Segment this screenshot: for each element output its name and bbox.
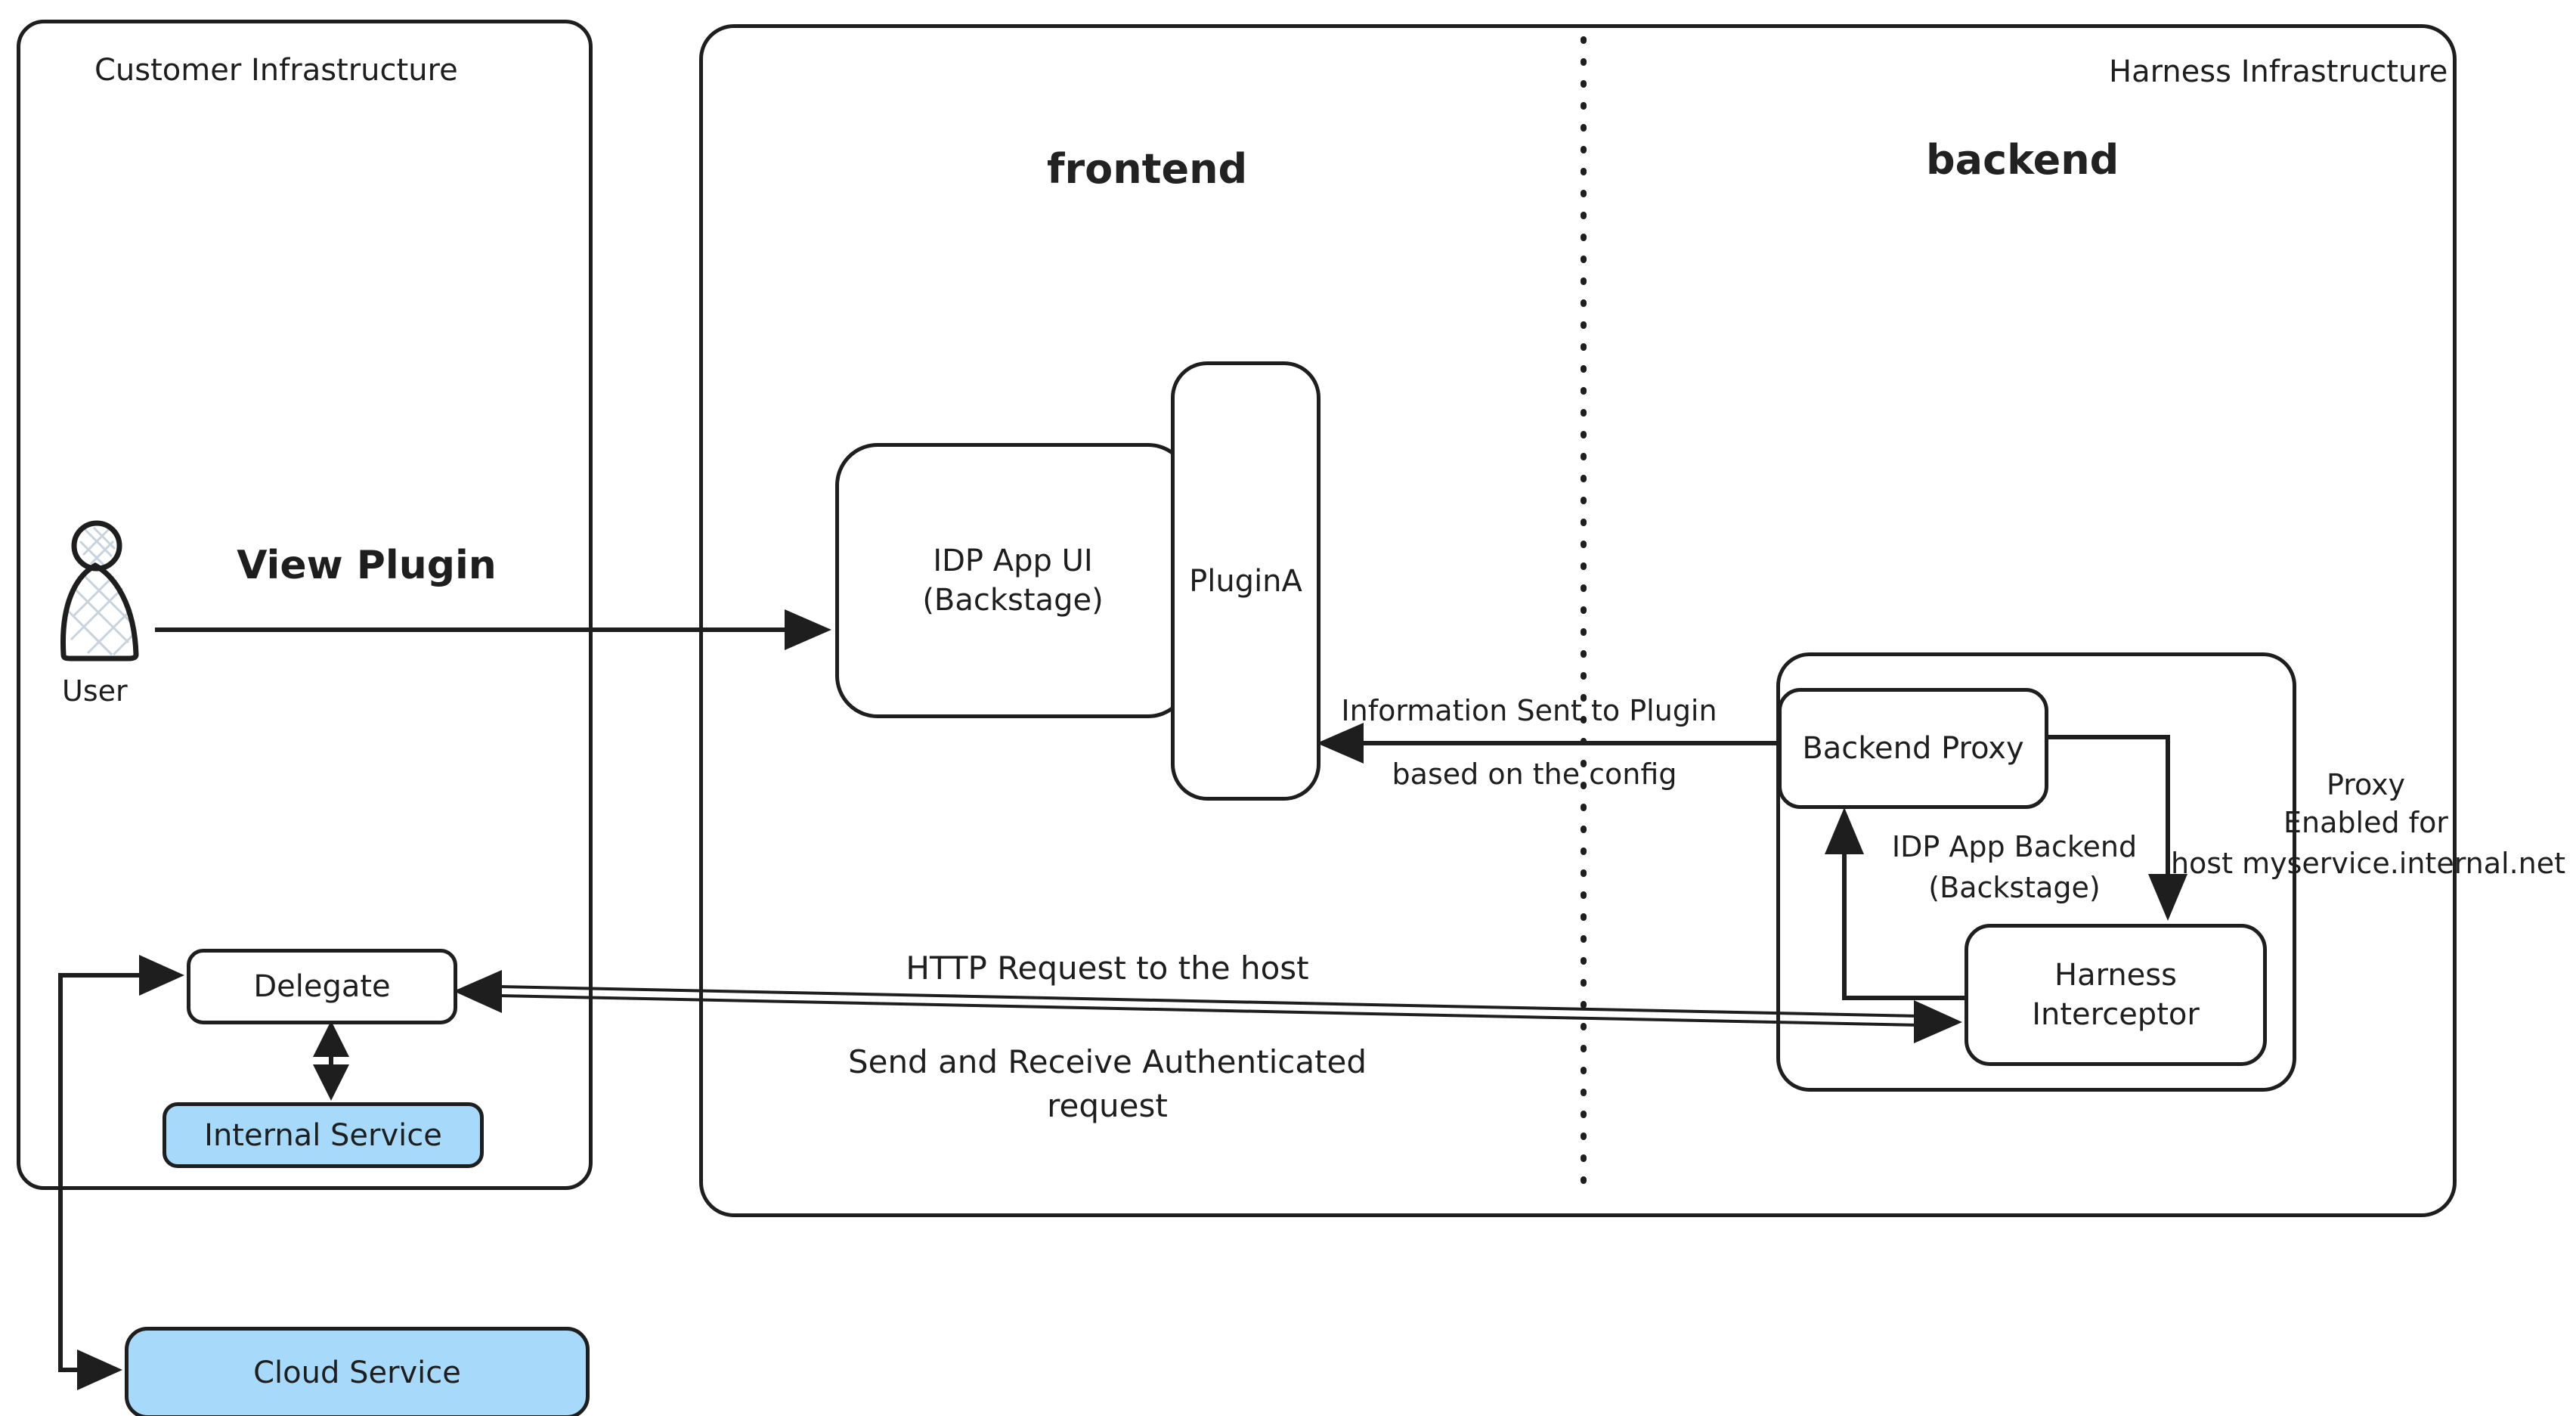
customer-infrastructure-container (17, 20, 593, 1190)
backend-proxy-box: Backend Proxy (1778, 688, 2048, 809)
idp-app-backend-label-line1: IDP App Backend (1891, 830, 2138, 863)
plugin-a-label: PluginA (1189, 563, 1302, 599)
backend-section-label: backend (1926, 136, 2119, 184)
delegate-box: Delegate (187, 949, 457, 1024)
delegate-internal-service-arrow (313, 1021, 349, 1101)
harness-infrastructure-label: Harness Infrastructure (2109, 54, 2448, 89)
idp-app-backend-group-box (1776, 652, 2296, 1092)
customer-infrastructure-label: Customer Infrastructure (94, 53, 458, 88)
user-icon (60, 520, 139, 662)
view-plugin-arrow (155, 609, 831, 650)
idp-app-ui-label-line1: IDP App UI (933, 544, 1093, 578)
user-label: User (62, 674, 128, 708)
interceptor-to-proxy-arrow (1825, 807, 1965, 1000)
idp-app-ui-label-line2: (Backstage) (922, 583, 1104, 618)
harness-interceptor-box: Harness Interceptor (1965, 924, 2267, 1066)
info-sent-arrow (1317, 723, 1778, 764)
view-plugin-label: View Plugin (237, 543, 497, 588)
proxy-enabled-label-line2: Enabled for (2283, 806, 2448, 839)
cloud-service-box: Cloud Service (125, 1327, 590, 1416)
plugin-a-box: PluginA (1171, 361, 1321, 801)
http-request-arrow (454, 970, 1962, 1043)
send-receive-label-line1: Send and Receive Authenticated (847, 1043, 1367, 1080)
proxy-enabled-label-line3: host myservice.internal.net (2170, 847, 2566, 880)
cloud-service-label: Cloud Service (253, 1356, 461, 1390)
send-receive-label-line2: request (1047, 1087, 1168, 1124)
delegate-label: Delegate (253, 969, 391, 1004)
proxy-enabled-label-line1: Proxy (2326, 768, 2406, 801)
info-sent-label-line1: Information Sent to Plugin (1341, 694, 1717, 727)
harness-interceptor-label-line1: Harness (2054, 958, 2177, 993)
info-sent-label-line2: based on the config (1392, 758, 1677, 791)
harness-infrastructure-container (699, 24, 2457, 1217)
idp-app-backend-label-line2: (Backstage) (1928, 871, 2101, 904)
idp-app-ui-box: IDP App UI (Backstage) (835, 443, 1190, 718)
internal-service-box: Internal Service (163, 1102, 484, 1168)
http-request-label: HTTP Request to the host (906, 950, 1309, 987)
backend-proxy-label: Backend Proxy (1802, 731, 2024, 766)
proxy-to-interceptor-arrow (2041, 735, 2187, 921)
internal-service-label: Internal Service (204, 1117, 442, 1153)
delegate-cloud-service-arrow (58, 955, 184, 1390)
frontend-section-label: frontend (1047, 145, 1248, 193)
harness-interceptor-label-line2: Interceptor (2032, 997, 2200, 1032)
